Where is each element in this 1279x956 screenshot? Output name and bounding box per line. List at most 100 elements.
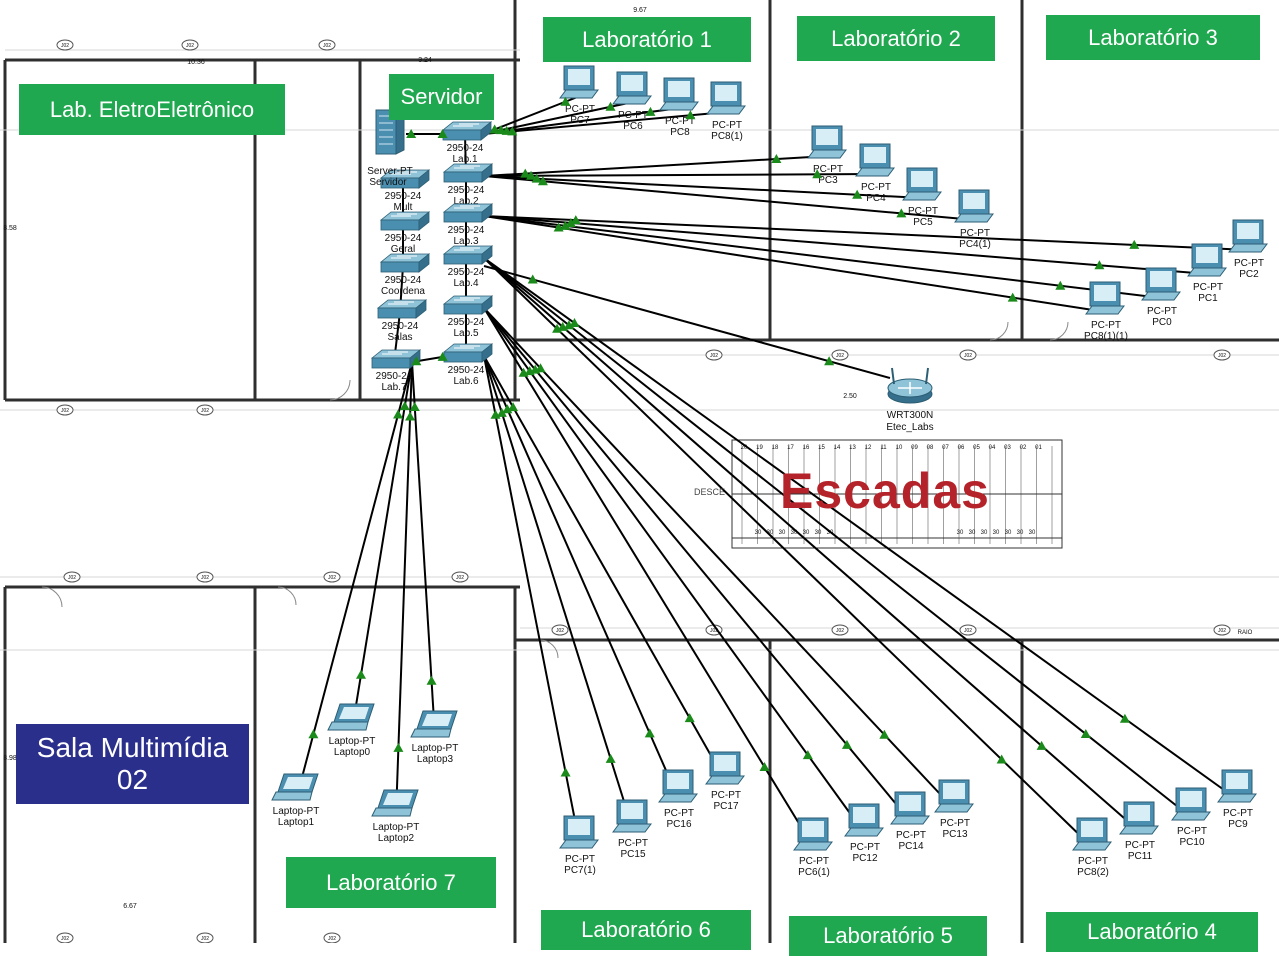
pc-screen	[943, 783, 965, 799]
column-tag	[196, 571, 214, 583]
pc-icon	[1217, 769, 1257, 803]
pc-type-label: PC-PT	[712, 120, 742, 131]
switch-front	[380, 219, 420, 231]
pc-type-label: PC-PT	[711, 790, 741, 801]
room-label-laboratorio-3: Laboratório 3	[1046, 15, 1260, 60]
pc-icon	[807, 125, 847, 159]
link-up-led	[685, 110, 696, 120]
cable-router	[483, 265, 891, 379]
pc-keyboard	[954, 213, 994, 223]
pc-icon	[612, 71, 652, 105]
link-up-led	[1119, 713, 1130, 723]
pc-type-label: PC-PT	[1147, 306, 1177, 317]
switch-type-label: 2950-24	[385, 275, 422, 286]
switch-type-label: 2950-24	[447, 143, 484, 154]
stair-step-number: 01	[1035, 445, 1042, 451]
pc-type-label: PC-PT	[1091, 320, 1121, 331]
link-up-led	[520, 168, 531, 178]
stair-step-number: 15	[818, 445, 825, 451]
laptop-display	[283, 777, 313, 789]
pc-type-label: PC-PT	[1234, 258, 1264, 269]
link-up-led	[411, 356, 422, 366]
room-label-laboratorio-2: Laboratório 2	[797, 16, 995, 61]
pc-name-label: PC4	[866, 193, 886, 204]
link-up-led	[996, 754, 1007, 764]
switch-side	[481, 203, 493, 223]
stair-step-number: 12	[865, 445, 872, 451]
column-tag	[196, 932, 214, 943]
room-label-laboratorio-1: Laboratório 1	[543, 17, 751, 62]
pc-keyboard	[890, 815, 930, 825]
pc-type-label: PC-PT	[618, 838, 648, 849]
stairs-label: Escadas	[780, 463, 990, 519]
stair-step-number: 02	[1020, 445, 1027, 451]
cable-l6-pc15	[483, 355, 634, 831]
cable-l3-pc1	[483, 215, 1209, 275]
cable-l6-pc17	[483, 355, 727, 783]
link-up-led	[535, 363, 546, 373]
stair-step-number: 09	[911, 445, 918, 451]
pc-type-label: PC-PT	[896, 830, 926, 841]
stair-step-number: 07	[942, 445, 949, 451]
cable-l5-pc14	[483, 307, 912, 823]
pc-type-label: PC-PT	[1078, 856, 1108, 867]
pc-icon	[659, 77, 699, 111]
link-up-led	[496, 407, 507, 417]
switch-front	[443, 171, 483, 183]
pc-type-label: PC-PT	[565, 854, 595, 865]
room-label-sala-multimidia-02: Sala Multimídia 02	[16, 724, 249, 804]
room-label-lab-eletroeletronico: Lab. EletroEletrônico	[19, 84, 285, 135]
door-swing	[989, 321, 1009, 341]
pc-keyboard	[934, 803, 974, 813]
pc-icon	[844, 803, 884, 837]
link-up-led	[437, 129, 448, 138]
column-tag-label: J02	[61, 408, 69, 414]
pc-type-label: PC-PT	[1177, 826, 1207, 837]
cable-l7-laptop0	[351, 361, 413, 731]
link-up-led	[507, 126, 518, 136]
column-tag	[63, 571, 81, 583]
pc-icon	[706, 81, 746, 115]
stairs-direction-label: DESCE	[694, 487, 726, 497]
link-up-led	[405, 411, 416, 421]
switch-name-label: Geral	[391, 244, 415, 255]
laptop-icon	[327, 703, 375, 731]
pc-screen	[816, 129, 838, 145]
stair-step-number: 05	[973, 445, 980, 451]
column-tag-label: J02	[964, 628, 972, 634]
link-up-led	[644, 728, 655, 738]
link-up-led	[531, 173, 542, 183]
cable-l7-laptop2	[395, 361, 413, 817]
stair-step-number: 04	[989, 445, 996, 451]
switch-arrows	[454, 247, 480, 251]
pc-name-label: PC5	[913, 217, 933, 228]
switch-arrows	[454, 205, 480, 209]
pc-keyboard	[1085, 305, 1125, 315]
switch-arrows	[382, 351, 408, 355]
switch-front	[443, 253, 483, 265]
pc-name-label: PC8(1)	[711, 131, 743, 142]
stair-step-number: 30	[1017, 530, 1024, 536]
pc-name-label: PC7(1)	[564, 865, 596, 876]
pc-type-label: PC-PT	[665, 116, 695, 127]
link-up-led	[527, 274, 538, 284]
pc-screen	[1094, 285, 1116, 301]
switch-arrows	[391, 255, 417, 259]
pc-keyboard	[559, 89, 599, 99]
switch-type-label: 2950-24	[376, 371, 413, 382]
pc-name-label: PC13	[942, 829, 967, 840]
pc-icon	[890, 791, 930, 825]
switch-icon	[379, 169, 431, 189]
switch-arrows	[391, 213, 417, 217]
laptop-icon	[410, 710, 458, 738]
column-tag	[451, 571, 469, 583]
laptop-icon	[271, 773, 319, 801]
pc-screen	[864, 147, 886, 163]
dimension-label: 2.50	[843, 393, 857, 400]
laptop-base	[371, 807, 413, 817]
dimension-label: 8.98	[3, 755, 17, 762]
pc-name-label: PC15	[620, 849, 645, 860]
laptop-type-label: Laptop-PT	[329, 736, 376, 747]
column-tag-label: J02	[61, 936, 69, 942]
